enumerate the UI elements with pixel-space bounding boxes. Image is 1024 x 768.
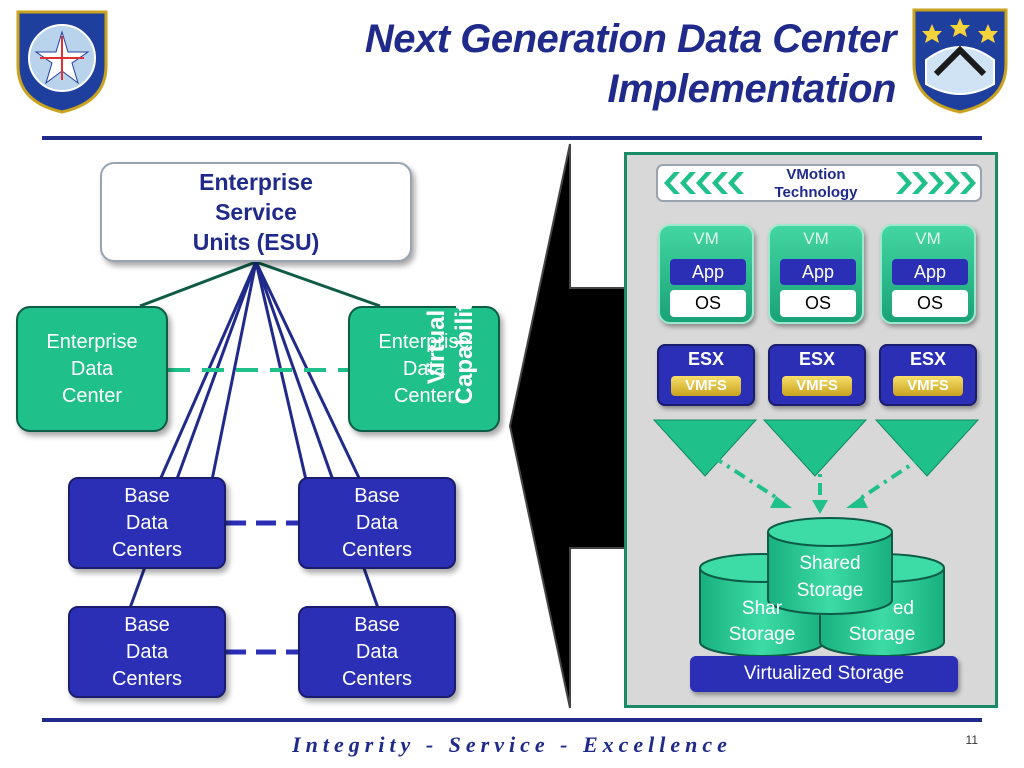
vmfs-badge: VMFS — [782, 376, 852, 396]
wing-emblem-logo — [16, 10, 108, 114]
title-line-2: Implementation — [607, 67, 896, 111]
esu-line-1: Enterprise — [199, 169, 313, 195]
vm-label: VM — [693, 229, 719, 248]
virtualized-storage-bar: Virtualized Storage — [690, 656, 958, 692]
app-layer: App — [780, 259, 856, 285]
os-layer: OS — [780, 290, 856, 317]
bdc-2-line-2: Data — [355, 511, 399, 534]
esx-host-3: ESX VMFS — [879, 344, 977, 406]
bdc-4-line-1: Base — [354, 613, 400, 636]
storage-front-line-1: Shared — [799, 553, 861, 574]
vmotion-label: VMotion Technology — [758, 166, 874, 202]
bdc-3-line-2: Data — [125, 640, 169, 663]
header-divider — [42, 136, 982, 140]
vm-label: VM — [803, 229, 829, 248]
funnel-arrows — [652, 419, 980, 514]
esx-label: ESX — [687, 349, 725, 369]
edc-right-line-2: Data — [402, 357, 446, 380]
esx-label: ESX — [909, 349, 947, 369]
vm-box-2: VM App OS — [768, 224, 864, 324]
storage-left-line-2: Storage — [728, 624, 796, 645]
os-layer: OS — [892, 290, 968, 317]
esu-line-2: Service — [215, 199, 297, 225]
bdc-1-line-2: Data — [125, 511, 169, 534]
esx-host-2: ESX VMFS — [768, 344, 866, 406]
base-data-center-bottom-right: Base Data Centers — [298, 606, 456, 698]
storage-front-label: Shared Storage — [780, 550, 880, 604]
base-data-center-top-left: Base Data Centers — [68, 477, 226, 569]
vmotion-bar — [656, 164, 982, 202]
storage-cylinders — [699, 517, 945, 657]
vmfs-badge: VMFS — [893, 376, 963, 396]
bdc-1-line-3: Centers — [111, 538, 183, 561]
virtual-capability-line-1: Virtual — [423, 309, 450, 385]
esx-label: ESX — [798, 349, 836, 369]
app-layer: App — [670, 259, 746, 285]
vm-label: VM — [915, 229, 941, 248]
vmfs-badge: VMFS — [671, 376, 741, 396]
bdc-2-line-3: Centers — [341, 538, 413, 561]
esu-box: Enterprise Service Units (ESU) — [100, 162, 412, 262]
esx-host-1: ESX VMFS — [657, 344, 755, 406]
bdc-3-line-3: Centers — [111, 667, 183, 690]
page-number: 11 — [965, 733, 978, 747]
bdc-3-line-1: Base — [124, 613, 170, 636]
page-title: Next Generation Data Center Implementati… — [364, 14, 897, 114]
os-layer: OS — [670, 290, 746, 317]
footer-motto: Integrity - Service - Excellence — [292, 732, 732, 757]
base-data-center-top-right: Base Data Centers — [298, 477, 456, 569]
bdc-2-line-1: Base — [354, 484, 400, 507]
bdc-1-line-1: Base — [124, 484, 170, 507]
app-layer: App — [892, 259, 968, 285]
footer-divider — [42, 718, 982, 722]
virtual-capability-line-2: Capability — [451, 289, 478, 405]
vmotion-line-2: Technology — [774, 184, 858, 201]
edc-left-line-1: Enterprise — [46, 330, 138, 353]
title-line-1: Next Generation Data Center — [364, 17, 897, 61]
bdc-4-line-2: Data — [355, 640, 399, 663]
vmotion-line-1: VMotion — [786, 166, 846, 183]
edc-right-line-3: Center — [393, 384, 455, 407]
storage-right-line-1: ed — [892, 598, 914, 619]
bdc-4-line-3: Centers — [341, 667, 413, 690]
storage-left-line-1: Shar — [741, 598, 783, 619]
edc-right-line-1: Enterprise — [378, 330, 470, 353]
storage-front-line-2: Storage — [796, 580, 864, 601]
group-emblem-logo — [912, 8, 1008, 114]
edc-left-line-3: Center — [61, 384, 123, 407]
base-data-center-bottom-left: Base Data Centers — [68, 606, 226, 698]
edc-left-line-2: Data — [70, 357, 114, 380]
enterprise-data-center-left: Enterprise Data Center — [16, 306, 168, 432]
vm-box-3: VM App OS — [880, 224, 976, 324]
esu-line-3: Units (ESU) — [192, 229, 320, 255]
virtual-capability-arrow — [508, 143, 631, 709]
storage-right-line-2: Storage — [848, 624, 916, 645]
storage-left-label: Shar Storage — [712, 596, 812, 648]
vm-box-1: VM App OS — [658, 224, 754, 324]
storage-right-label: ed Storage — [832, 596, 932, 648]
enterprise-data-center-right: Enterprise Data Center — [348, 306, 500, 432]
